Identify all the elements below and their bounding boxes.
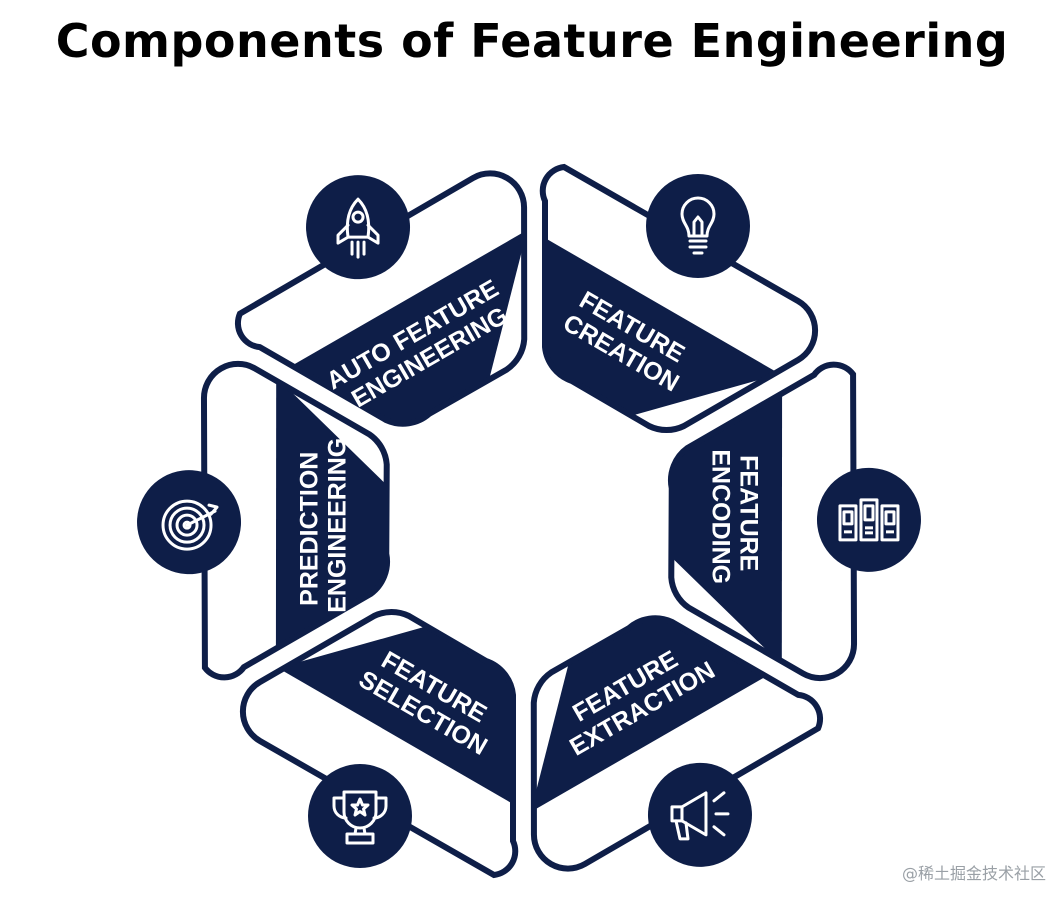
columns-icon [838,498,900,542]
segment-band [275,377,444,649]
page-title: Components of Feature Engineering [55,14,1009,68]
segment-band [545,238,780,431]
segment-band [614,393,783,665]
segment-label: FEATURE ENCODING [706,449,762,584]
segment-feature-encoding: FEATURE ENCODING [606,356,979,728]
watermark: @稀土掘金技术社区 [901,864,1046,883]
segment-label-line1: PREDICTION [296,452,324,606]
trophy-icon [332,790,388,845]
icon-badge [647,762,752,867]
segment-label-line2: ENGINEERING [324,438,352,613]
segment-label-line1: FEATURE [734,455,762,571]
segment-label: PREDICTION ENGINEERING [296,438,352,613]
target-icon [161,499,219,551]
icon-badge [306,175,411,280]
segment-feature-creation: FEATURE CREATION [543,167,815,440]
lightbulb-icon [680,196,716,255]
icon-badge [308,764,412,868]
segment-feature-selection: FEATURE SELECTION [243,602,515,875]
rocket-icon [336,197,380,259]
icon-badge [646,174,750,278]
segment-prediction-engineering: PREDICTION ENGINEERING [79,314,454,690]
megaphone-icon [670,791,730,841]
segment-label-line2: ENCODING [706,449,734,584]
segment-band [278,611,513,804]
